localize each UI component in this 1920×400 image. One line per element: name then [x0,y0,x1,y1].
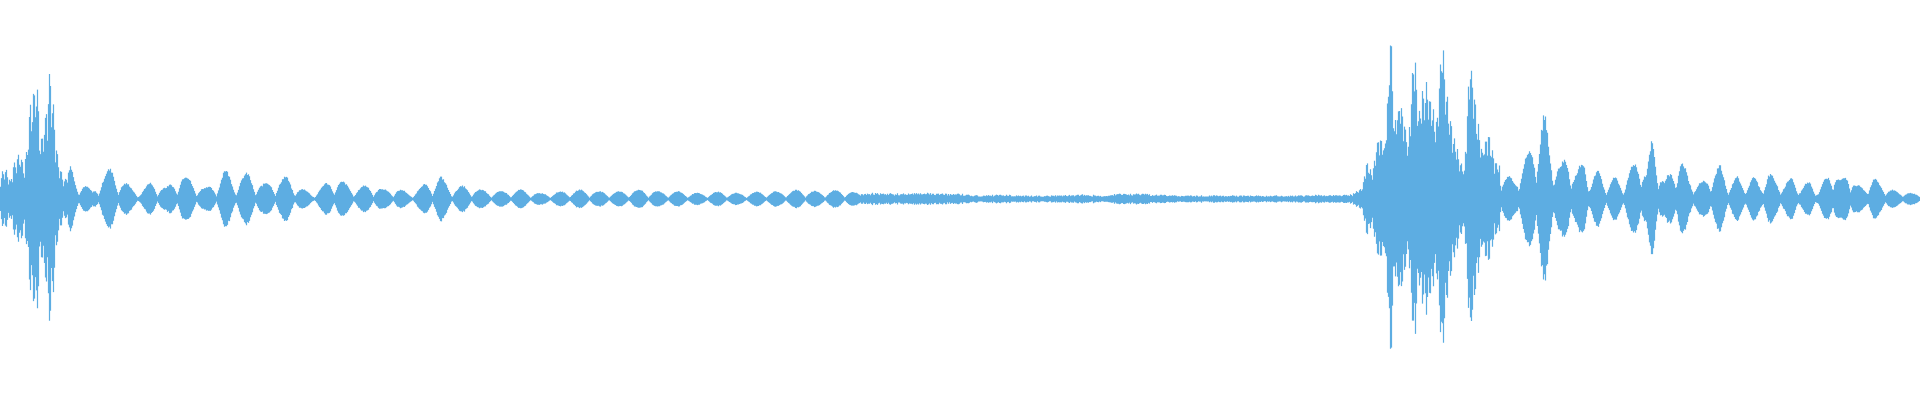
waveform-trace [0,46,1920,349]
waveform-path [1,46,1920,349]
